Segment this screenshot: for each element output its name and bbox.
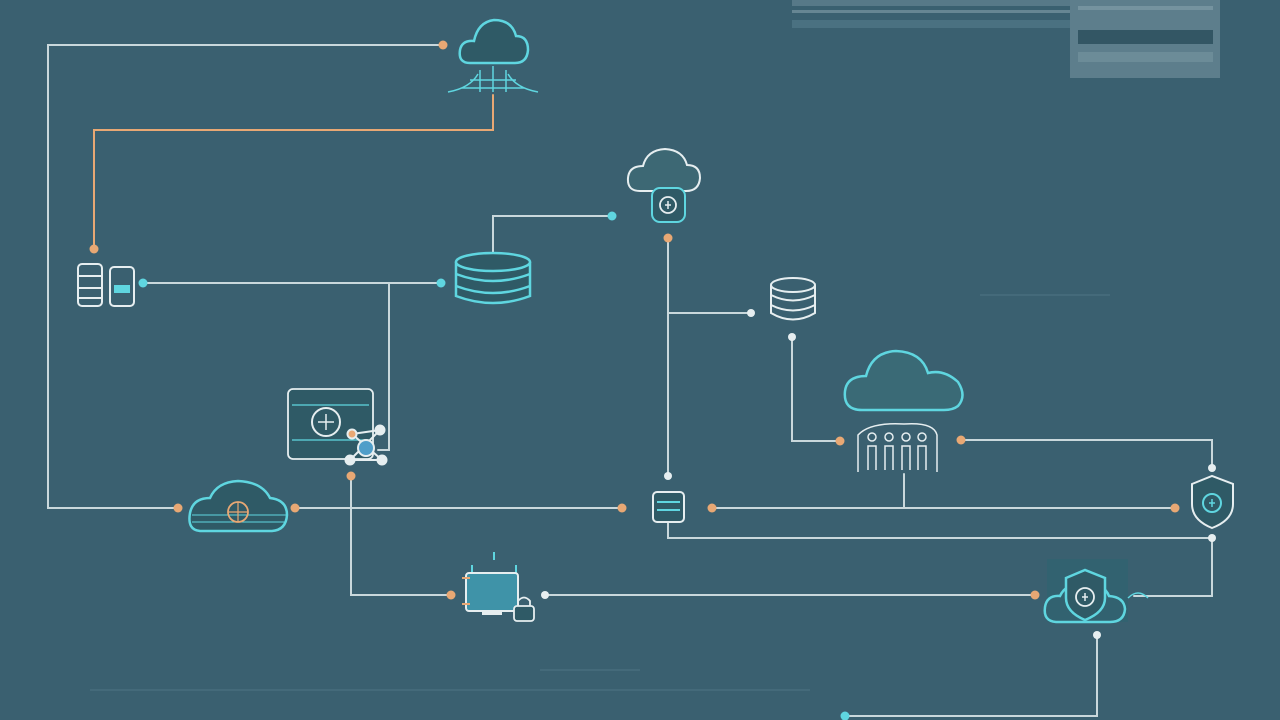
cloud-icon [626,147,702,192]
lock-icon [513,605,535,622]
cloud-top [447,18,539,93]
connection-line [960,439,1213,469]
cloud-bottom-left [188,479,289,533]
connection-line [791,336,841,442]
server-icon [77,263,103,307]
database-icon [770,285,816,321]
shield-right [1191,474,1234,530]
connection-line [844,634,1098,717]
device-icon [652,491,685,523]
connection-line [492,215,612,253]
bottom-decoration [90,294,1110,691]
circuit-base-icon [447,66,539,93]
device-center [652,491,685,523]
monitor-icon [465,572,519,612]
database-icon [454,262,532,305]
database-center [454,251,532,305]
cloud-icon [843,349,964,412]
monitor-left [287,388,374,460]
users-icon [857,422,938,472]
connection-line [1133,537,1213,597]
cloud-mid [626,147,702,223]
network-hub [344,424,388,466]
top-right-panel [792,0,1220,78]
server-icon [109,266,135,307]
connection-line [47,44,444,509]
shield-cloud [1043,559,1149,624]
monitor-bottom [462,552,535,622]
monitor-icon [287,388,374,460]
cloud-icon [458,18,530,65]
server-left [77,263,135,307]
connector-dots [89,40,1216,720]
database-right [770,277,816,321]
connection-line [667,521,1213,539]
connection-line [93,94,494,249]
connection-line [377,282,390,451]
connection-line [350,475,452,596]
cloud-right [843,349,964,412]
people-group [857,422,938,472]
lock-icon [659,196,677,214]
